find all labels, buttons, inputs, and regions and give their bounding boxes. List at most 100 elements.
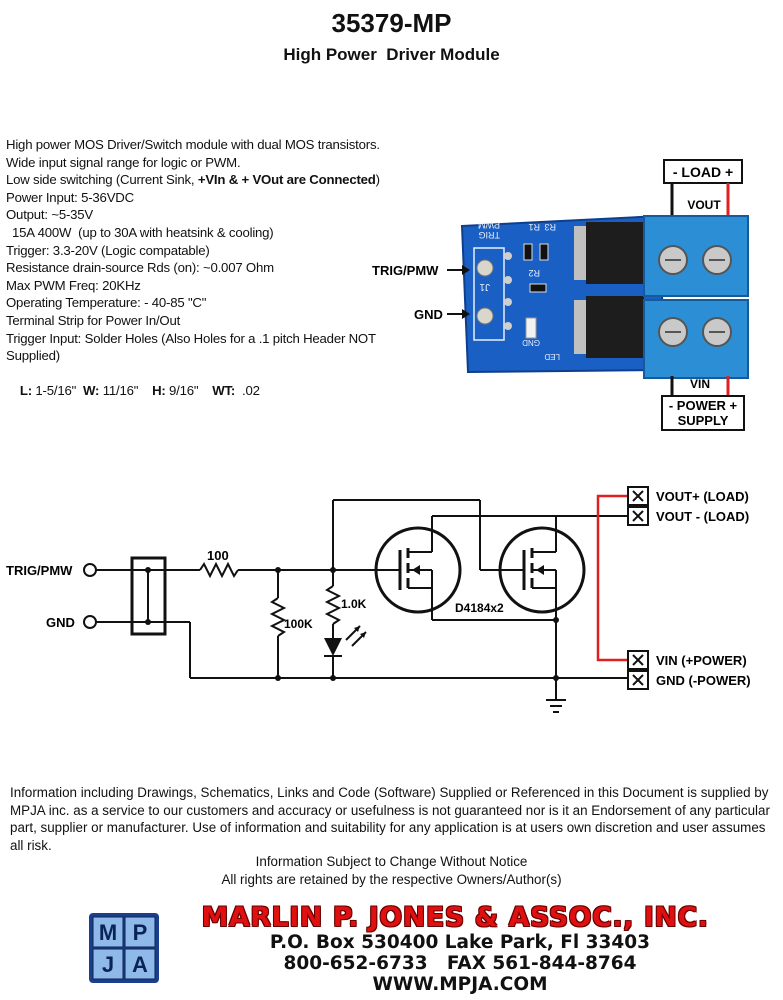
load-label: - LOAD + [673,164,733,180]
logo-letter-m: M [99,920,117,945]
notice-block: Information Subject to Change Without No… [0,853,783,888]
spec-dimensions: L: 1-5/16" W: 11/16" H: 9/16" WT: .02 [6,365,406,418]
schem-trig-label: TRIG/PMW [6,563,73,578]
supply-label-2: SUPPLY [678,413,729,428]
spec-signal-range: Wide input signal range for logic or PWM… [6,154,241,170]
mosfet-bottom [586,296,644,358]
label-vin-plus: VIN (+POWER) [656,653,747,668]
dim-h-label: H: [152,383,166,399]
terminal-block-bottom [643,299,749,379]
spec-resistance: Resistance drain-source Rds (on): ~0.007… [6,260,274,276]
spec-trigger: Trigger: 3.3-20V (Logic compatable) [6,242,210,258]
dim-wt-label: WT: [212,383,236,399]
junction [145,567,151,573]
resistor-r2 [529,283,547,293]
vin-label: VIN [690,377,710,391]
spec-output: Output: ~5-35V [6,207,94,223]
load-label-box [663,159,743,184]
spec-switching: Low side switching (Current Sink, +VIn &… [6,171,406,189]
spec-list: High power MOS Driver/Switch module with… [6,136,406,418]
company-contact: P.O. Box 530400 Lake Park, Fl 33403 800-… [215,932,705,995]
led-arrowhead [354,626,360,632]
spec-terminal: Terminal Strip for Power In/Out [6,312,181,328]
company-address: P.O. Box 530400 Lake Park, Fl 33403 [269,932,651,953]
spec-switching-prefix: Low side switching (Current Sink, [6,172,198,188]
supply-label-box [661,395,745,431]
resistor-r3 [539,243,549,261]
terminal-x [632,674,644,686]
pad [504,252,512,260]
red-jumper-wire [596,494,628,662]
header-connector [130,556,167,636]
resistor-100 [199,561,239,579]
label-vout-plus: VOUT+ (LOAD) [656,489,749,504]
led-diode [324,638,342,656]
mosfet-1-arrow [412,565,420,575]
logo-tile-a [124,948,156,980]
company-name: MARLIN P. JONES & ASSOC., INC. [201,902,709,933]
logo-tile-m [92,916,124,948]
spec-temperature: Operating Temperature: - 40-85 "C" [6,295,207,311]
label-gnd-minus: GND (-POWER) [656,673,751,688]
dim-w-label: W: [83,383,100,399]
led-arrowhead [360,632,366,638]
trig-hole [476,259,494,277]
pad [504,322,512,330]
mosfet-2-arrow [536,565,544,575]
photo-gnd-label: GND [414,307,443,322]
logo-letter-p: P [133,920,148,945]
silk-r3: R3 [544,222,556,232]
vout-label: VOUT [687,198,721,212]
notice-rights: All rights are retained by the respectiv… [221,871,562,887]
company-website[interactable]: WWW.MPJA.COM [372,974,548,995]
logo-tile-p [124,916,156,948]
supply-label-1: - POWER + [669,398,738,413]
spec-switching-bold: +VIn & + VOut are Connected [197,172,376,188]
terminal-x [632,654,644,666]
spec-pwm-freq: Max PWM Freq: 20KHz [6,277,141,293]
label-r-series: 100 [207,548,229,563]
silk-r1: R1 [528,222,540,232]
dim-l-label: L: [19,383,32,399]
logo-letter-j: J [102,952,114,977]
pad [504,276,512,284]
junction [330,675,336,681]
header-outline [473,247,505,341]
junction [145,619,151,625]
dim-h-value: 9/16" [169,383,199,399]
mosfet-2 [498,526,586,614]
trig-input-terminal [83,563,97,577]
disclaimer-text: Information including Drawings, Schemati… [10,785,770,853]
silk-led: LED [544,352,560,361]
page-subtitle: High Power Driver Module [283,45,500,64]
junction [553,617,559,623]
notice-change: Information Subject to Change Without No… [255,854,528,869]
silk-j1: J1 [479,281,490,292]
dim-wt-value: .02 [242,383,260,399]
dim-w-value: 11/16" [102,383,139,399]
module-photo: - LOAD + VOUT TRIG PWM R1 R3 R2 J1 GND L… [372,159,749,431]
resistor-r1 [523,243,533,261]
trig-arrow-head [462,265,470,275]
spec-power-input: Power Input: 5-36VDC [6,189,134,205]
terminal-x [632,510,644,522]
logo-letter-a: A [132,952,148,977]
company-phone: 800-652-6733 FAX 561-844-8764 [283,953,637,974]
junction [275,567,281,573]
terminal-x [632,490,644,502]
junction [330,567,336,573]
junction [275,675,281,681]
mosfet-1 [374,526,462,614]
schem-gnd-label: GND [46,615,75,630]
part-number: 35379-MP [331,8,452,38]
spec-trigger-input: Trigger Input: Solder Holes (Also Holes … [6,330,376,364]
silk-r2: R2 [528,268,540,278]
mosfet-top [586,222,644,284]
label-mosfet: D4184x2 [455,601,504,615]
spec-intro: High power MOS Driver/Switch module with… [6,137,380,152]
dim-l-value: 1-5/16" [35,383,77,399]
resistor-100k [269,597,287,637]
mpja-logo: M P J A [89,913,159,983]
gnd-arrow-head [462,309,470,319]
label-vout-minus: VOUT - (LOAD) [656,509,749,524]
